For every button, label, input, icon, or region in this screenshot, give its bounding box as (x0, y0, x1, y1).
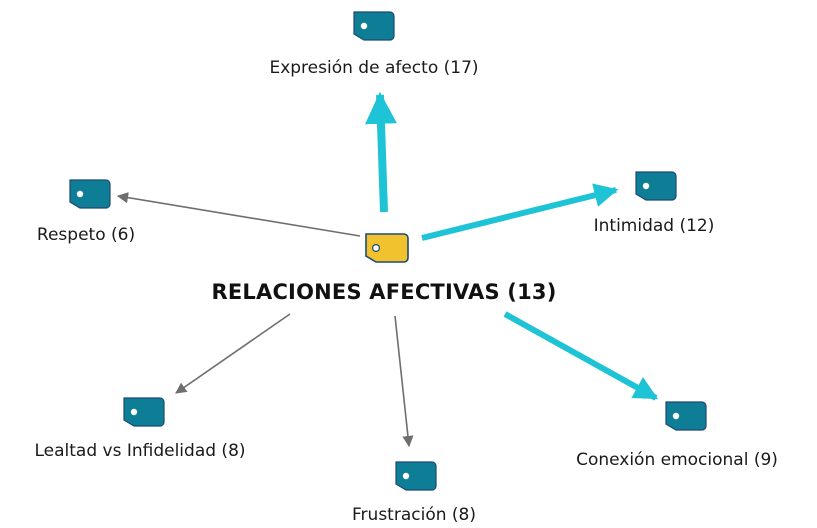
node-label-respeto[interactable]: Respeto (6) (36, 225, 136, 245)
tag-icon[interactable] (123, 397, 165, 427)
tag-icon[interactable] (395, 461, 437, 491)
edge-to-conexion (503, 311, 659, 401)
node-label-lealtad[interactable]: Lealtad vs Infidelidad (8) (34, 441, 246, 461)
tag-icon[interactable] (69, 179, 111, 209)
edge-to-intimidad (421, 183, 619, 241)
tag-icon[interactable] (665, 401, 707, 431)
center-tag-icon[interactable] (365, 233, 409, 263)
node-label-intimidad[interactable]: Intimidad (12) (593, 216, 715, 236)
center-node-label[interactable]: RELACIONES AFECTIVAS (13) (211, 280, 557, 304)
node-label-expresion[interactable]: Expresión de afecto (17) (269, 58, 479, 78)
tag-icon[interactable] (353, 11, 395, 41)
node-label-frustracion[interactable]: Frustración (8) (352, 505, 476, 525)
edge-to-lealtad (175, 313, 291, 394)
tag-icon[interactable] (635, 171, 677, 201)
edge-to-respeto (116, 192, 361, 237)
node-label-conexion[interactable]: Conexión emocional (9) (576, 450, 778, 470)
edge-to-frustracion (394, 315, 414, 448)
edge-to-expresion (364, 91, 397, 213)
